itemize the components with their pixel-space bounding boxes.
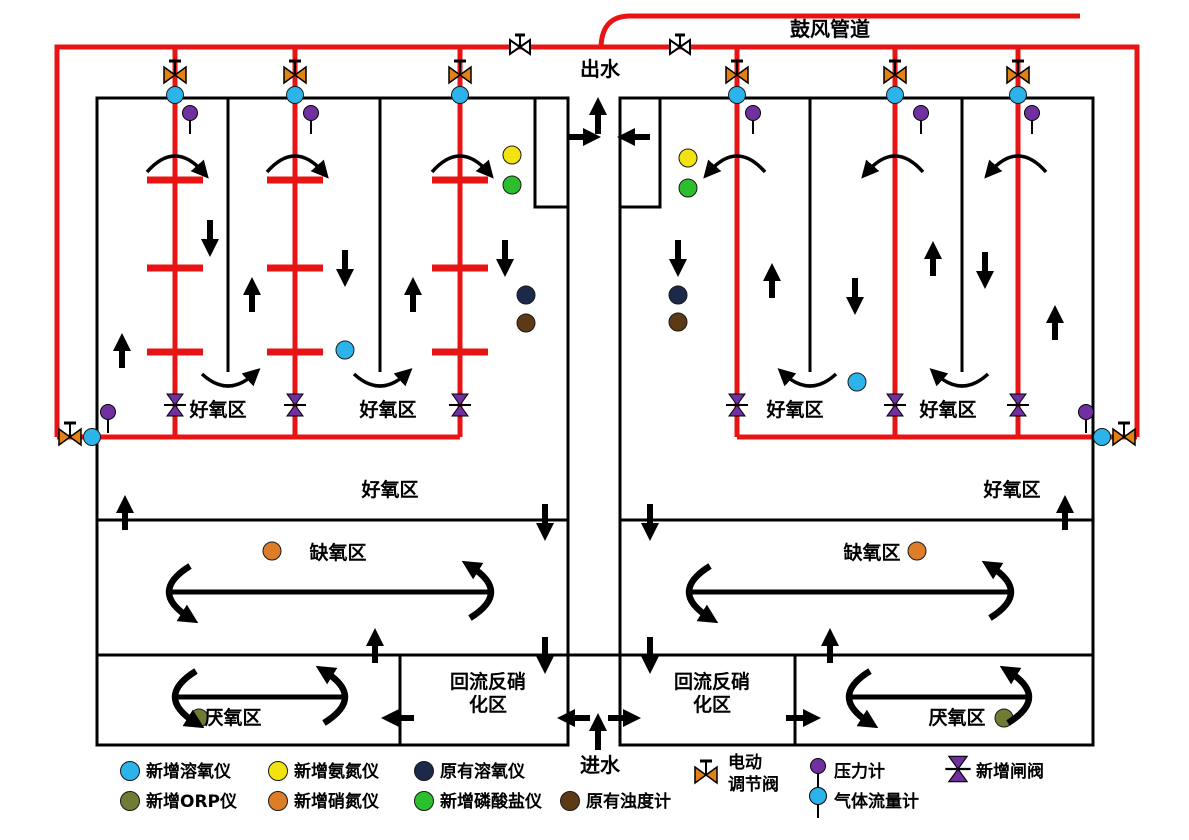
effluent-weir-wall [533, 98, 568, 209]
zone-labels: 鼓风管道 出水 进水 好氧区 好氧区 好氧区 好氧区 好氧区 好氧区 缺氧区 缺… [188, 17, 1040, 777]
legend: 新增溶氧仪 新增ORP仪 新增氨氮仪 新增硝氮仪 原有溶氧仪 新增磷酸盐仪 原有… [120, 752, 1044, 819]
mixing-loop-arrow [165, 563, 199, 624]
gas-flow-meter-icon [166, 86, 184, 104]
gas-flow-meter-icon [1093, 428, 1111, 446]
anaerobic-zone-label: 厌氧区 [928, 706, 985, 729]
aerobic-zone-label: 好氧区 [918, 398, 976, 421]
flow-arrows [113, 97, 1074, 750]
do-meter-old-dot [516, 285, 536, 305]
turn-arrows [145, 154, 1048, 388]
gas-flow-meter-icon [886, 86, 904, 104]
diffuser-bars [147, 176, 488, 356]
do-meter-old-dot [668, 285, 688, 305]
channel-turn-arrow [145, 154, 209, 179]
legend-label: 原有溶氧仪 [440, 761, 526, 782]
channel-turn-arrow [430, 154, 494, 179]
channel-turn-arrow [861, 154, 925, 179]
aerobic-zone-label: 好氧区 [765, 398, 823, 421]
blower-top-duct-pipe [598, 13, 1080, 50]
turbidity-meter-dot [516, 313, 536, 333]
mixing-loops [165, 560, 1033, 729]
aerobic-zone-label: 好氧区 [358, 398, 416, 421]
aerobic-zone-label: 好氧区 [982, 478, 1040, 501]
legend-cyan-dot-icon [120, 761, 140, 781]
inlet-label: 进水 [580, 753, 621, 777]
legend-brown-dot-icon [560, 791, 580, 811]
aerobic-zone-label: 好氧区 [360, 478, 418, 501]
mixing-loop-arrow [685, 563, 719, 624]
channel-turn-arrow [265, 154, 329, 179]
sensors [189, 145, 1014, 728]
reflux-denitrification-label: 化区 [469, 693, 507, 716]
blower-pipe-network [54, 13, 1140, 440]
do-meter-new-dot [847, 372, 867, 392]
reflux-denitrification-label: 化区 [693, 693, 731, 716]
legend-label: 新增闸阀 [976, 761, 1044, 782]
channel-turn-arrow [929, 368, 990, 388]
anoxic-zone-label: 缺氧区 [843, 541, 900, 564]
mixing-loop-arrow [981, 560, 1015, 621]
no3n-meter-dot [907, 541, 927, 561]
channel-turn-arrow [200, 368, 261, 388]
mixing-loop-arrow [171, 668, 205, 729]
tank-walls [95, 96, 1095, 747]
turbidity-meter-dot [668, 312, 688, 332]
legend-label: 调节阀 [728, 774, 779, 795]
channel-turn-arrow [777, 368, 838, 388]
legend-label: 新增磷酸盐仪 [440, 791, 543, 812]
channel-turn-arrow [984, 154, 1048, 179]
mixing-loop-arrow [315, 665, 349, 726]
legend-label: 新增溶氧仪 [146, 761, 232, 782]
legend-label: 新增硝氮仪 [294, 791, 380, 812]
legend-green-dot-icon [414, 791, 434, 811]
anaerobic-zone-label: 厌氧区 [204, 706, 261, 729]
reflux-denitrification-label: 回流反硝 [450, 670, 526, 693]
legend-olive-dot-icon [120, 791, 140, 811]
blower-main-pipe [54, 44, 1140, 437]
legend-label: 气体流量计 [833, 791, 919, 812]
legend-yellow-dot-icon [268, 761, 288, 781]
aerobic-zone-label: 好氧区 [188, 398, 246, 421]
anoxic-zone-label: 缺氧区 [309, 541, 366, 564]
nh3n-meter-dot [502, 145, 522, 165]
nh3n-meter-dot [678, 148, 698, 168]
channel-turn-arrow [352, 368, 413, 388]
po4-meter-dot [502, 175, 522, 195]
legend-label: 新增ORP仪 [146, 791, 238, 812]
mixing-loop-arrow [999, 665, 1033, 726]
mixing-loop-arrow [461, 560, 495, 621]
right-tank-wall [618, 96, 1095, 747]
do-meter-new-dot [335, 340, 355, 360]
channel-turn-arrow [703, 154, 767, 179]
left-tank-wall [95, 96, 570, 747]
effluent-weir-wall [620, 98, 662, 209]
blower-duct-label: 鼓风管道 [790, 17, 870, 41]
legend-label: 原有浊度计 [586, 791, 671, 812]
outlet-label: 出水 [580, 57, 621, 81]
reflux-denitrification-label: 回流反硝 [674, 670, 750, 693]
gas-flow-meter-icon [286, 86, 304, 104]
legend-orange-dot-icon [268, 791, 288, 811]
valves-and-meters [57, 33, 1137, 447]
legend-label: 电动 [728, 752, 762, 773]
gas-flow-meter-icon [451, 86, 469, 104]
po4-meter-dot [678, 178, 698, 198]
gas-flow-meter-icon [1009, 86, 1027, 104]
legend-navy-dot-icon [414, 761, 434, 781]
legend-label: 新增氨氮仪 [294, 761, 380, 782]
mixing-loop-arrow [845, 668, 879, 729]
gas-flow-meter-icon [728, 86, 746, 104]
legend-label: 压力计 [834, 761, 885, 782]
gas-flow-meter-icon [83, 428, 101, 446]
no3n-meter-dot [262, 541, 282, 561]
